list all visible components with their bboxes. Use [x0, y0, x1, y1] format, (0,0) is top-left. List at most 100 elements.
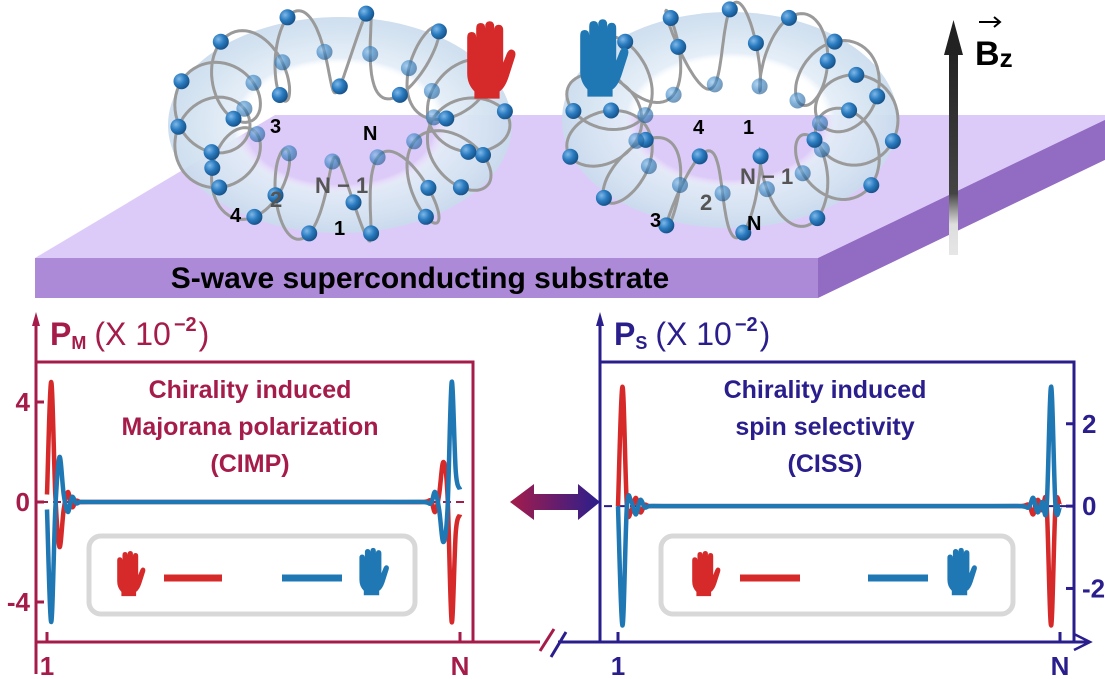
atom [595, 189, 612, 206]
left-site-label-1: 1 [334, 218, 345, 240]
left-site-label-2: 2 [270, 187, 282, 212]
atom [274, 54, 291, 71]
x-tick-label: 1 [40, 651, 54, 679]
substrate-label: S-wave superconducting substrate [171, 262, 669, 295]
left-site-label-N: N [363, 123, 377, 145]
series-line-right-handed [615, 384, 1063, 628]
atom [706, 76, 723, 93]
cimp-y-axis-arrowhead [32, 312, 40, 326]
field-arrow-shaft [949, 50, 958, 255]
atom [752, 148, 769, 165]
y-tick-label: 2 [1082, 409, 1096, 439]
atom [863, 177, 880, 194]
y-tick-label: 0 [1082, 491, 1096, 521]
atom [617, 33, 634, 50]
right-site-label-2: 2 [700, 190, 712, 215]
atom [781, 9, 797, 26]
left-hand-icon [467, 21, 516, 99]
atom [279, 9, 296, 26]
cimp-panel: PM(X 10−2) Chirality induced Majorana po… [7, 312, 540, 679]
atom [747, 35, 764, 52]
ciss-title-line3: (CISS) [788, 450, 863, 478]
ciss-title-line1: Chirality induced [724, 376, 927, 404]
substrate-side-face [818, 119, 1105, 298]
y-tick-label: -2 [1082, 573, 1105, 603]
atom [640, 158, 657, 175]
atom [565, 103, 582, 119]
ciss-x-axis-arrowhead [1073, 632, 1093, 652]
atom [670, 38, 687, 55]
atom [721, 1, 738, 18]
atom [423, 83, 440, 99]
atom [203, 144, 220, 161]
atom [869, 88, 886, 105]
left-torus [168, 17, 512, 233]
left-helix: 3 N N − 1 2 4 1 [168, 5, 516, 243]
cimp-title-line1: Chirality induced [149, 376, 352, 404]
atom [212, 33, 229, 50]
cimp-title-line2: Majorana polarization [122, 413, 379, 441]
atom [267, 187, 284, 204]
atom [812, 115, 828, 132]
atom [236, 100, 253, 117]
atom [884, 133, 901, 150]
ciss-legend-box [658, 533, 1016, 617]
atom [281, 145, 297, 162]
magnetic-field-arrow: Bz [944, 16, 1013, 255]
left-site-label-3: 3 [270, 116, 281, 138]
y-tick-label: -4 [7, 587, 31, 617]
double-arrow-icon [510, 484, 600, 520]
field-arrow-head [944, 20, 963, 55]
atom [475, 147, 491, 163]
atom [751, 78, 768, 95]
atom [794, 165, 811, 182]
atom [603, 102, 620, 119]
right-site-label-3: 3 [650, 210, 661, 232]
atom [249, 126, 266, 143]
y-tick-label: 4 [16, 387, 31, 417]
atom [691, 148, 708, 165]
atom [406, 133, 423, 150]
atom [460, 143, 477, 160]
x-tick-label: 1 [611, 651, 625, 679]
atom [246, 208, 263, 225]
atom [662, 10, 679, 26]
left-coil [173, 7, 512, 243]
atom [496, 103, 513, 120]
atom [637, 107, 654, 124]
atom [417, 208, 434, 225]
atom [714, 185, 731, 202]
left-site-label-4: 4 [230, 205, 242, 227]
atom [173, 73, 190, 90]
ciss-frame [598, 360, 1076, 644]
atom [271, 87, 288, 103]
cimp-legend-box [86, 533, 418, 617]
ciss-y-axis-arrowhead [596, 312, 604, 326]
atom [628, 132, 645, 149]
atom [358, 5, 375, 22]
atom [420, 179, 437, 196]
right-site-label-1: 1 [743, 117, 754, 139]
atom [430, 23, 447, 40]
x-tick-label: N [451, 651, 470, 679]
right-site-label-N-1: N − 1 [740, 164, 793, 189]
left-site-label-N-1: N − 1 [315, 173, 368, 198]
atom [848, 66, 865, 83]
atom [425, 109, 442, 126]
atom [369, 149, 386, 166]
atom [211, 179, 228, 196]
atom [806, 131, 823, 148]
atom [809, 210, 826, 227]
atom [819, 53, 836, 69]
cimp-y-label: PM(X 10−2) [50, 314, 209, 353]
atom [758, 181, 775, 198]
atom [562, 148, 579, 165]
axis-break-icon [538, 628, 600, 658]
atom [452, 179, 469, 196]
right-helix: 4 1 N − 1 2 3 N [562, 0, 901, 241]
left-atoms [170, 5, 513, 242]
atom [331, 78, 348, 95]
right-site-label-N: N [747, 213, 761, 235]
atom [362, 46, 379, 62]
